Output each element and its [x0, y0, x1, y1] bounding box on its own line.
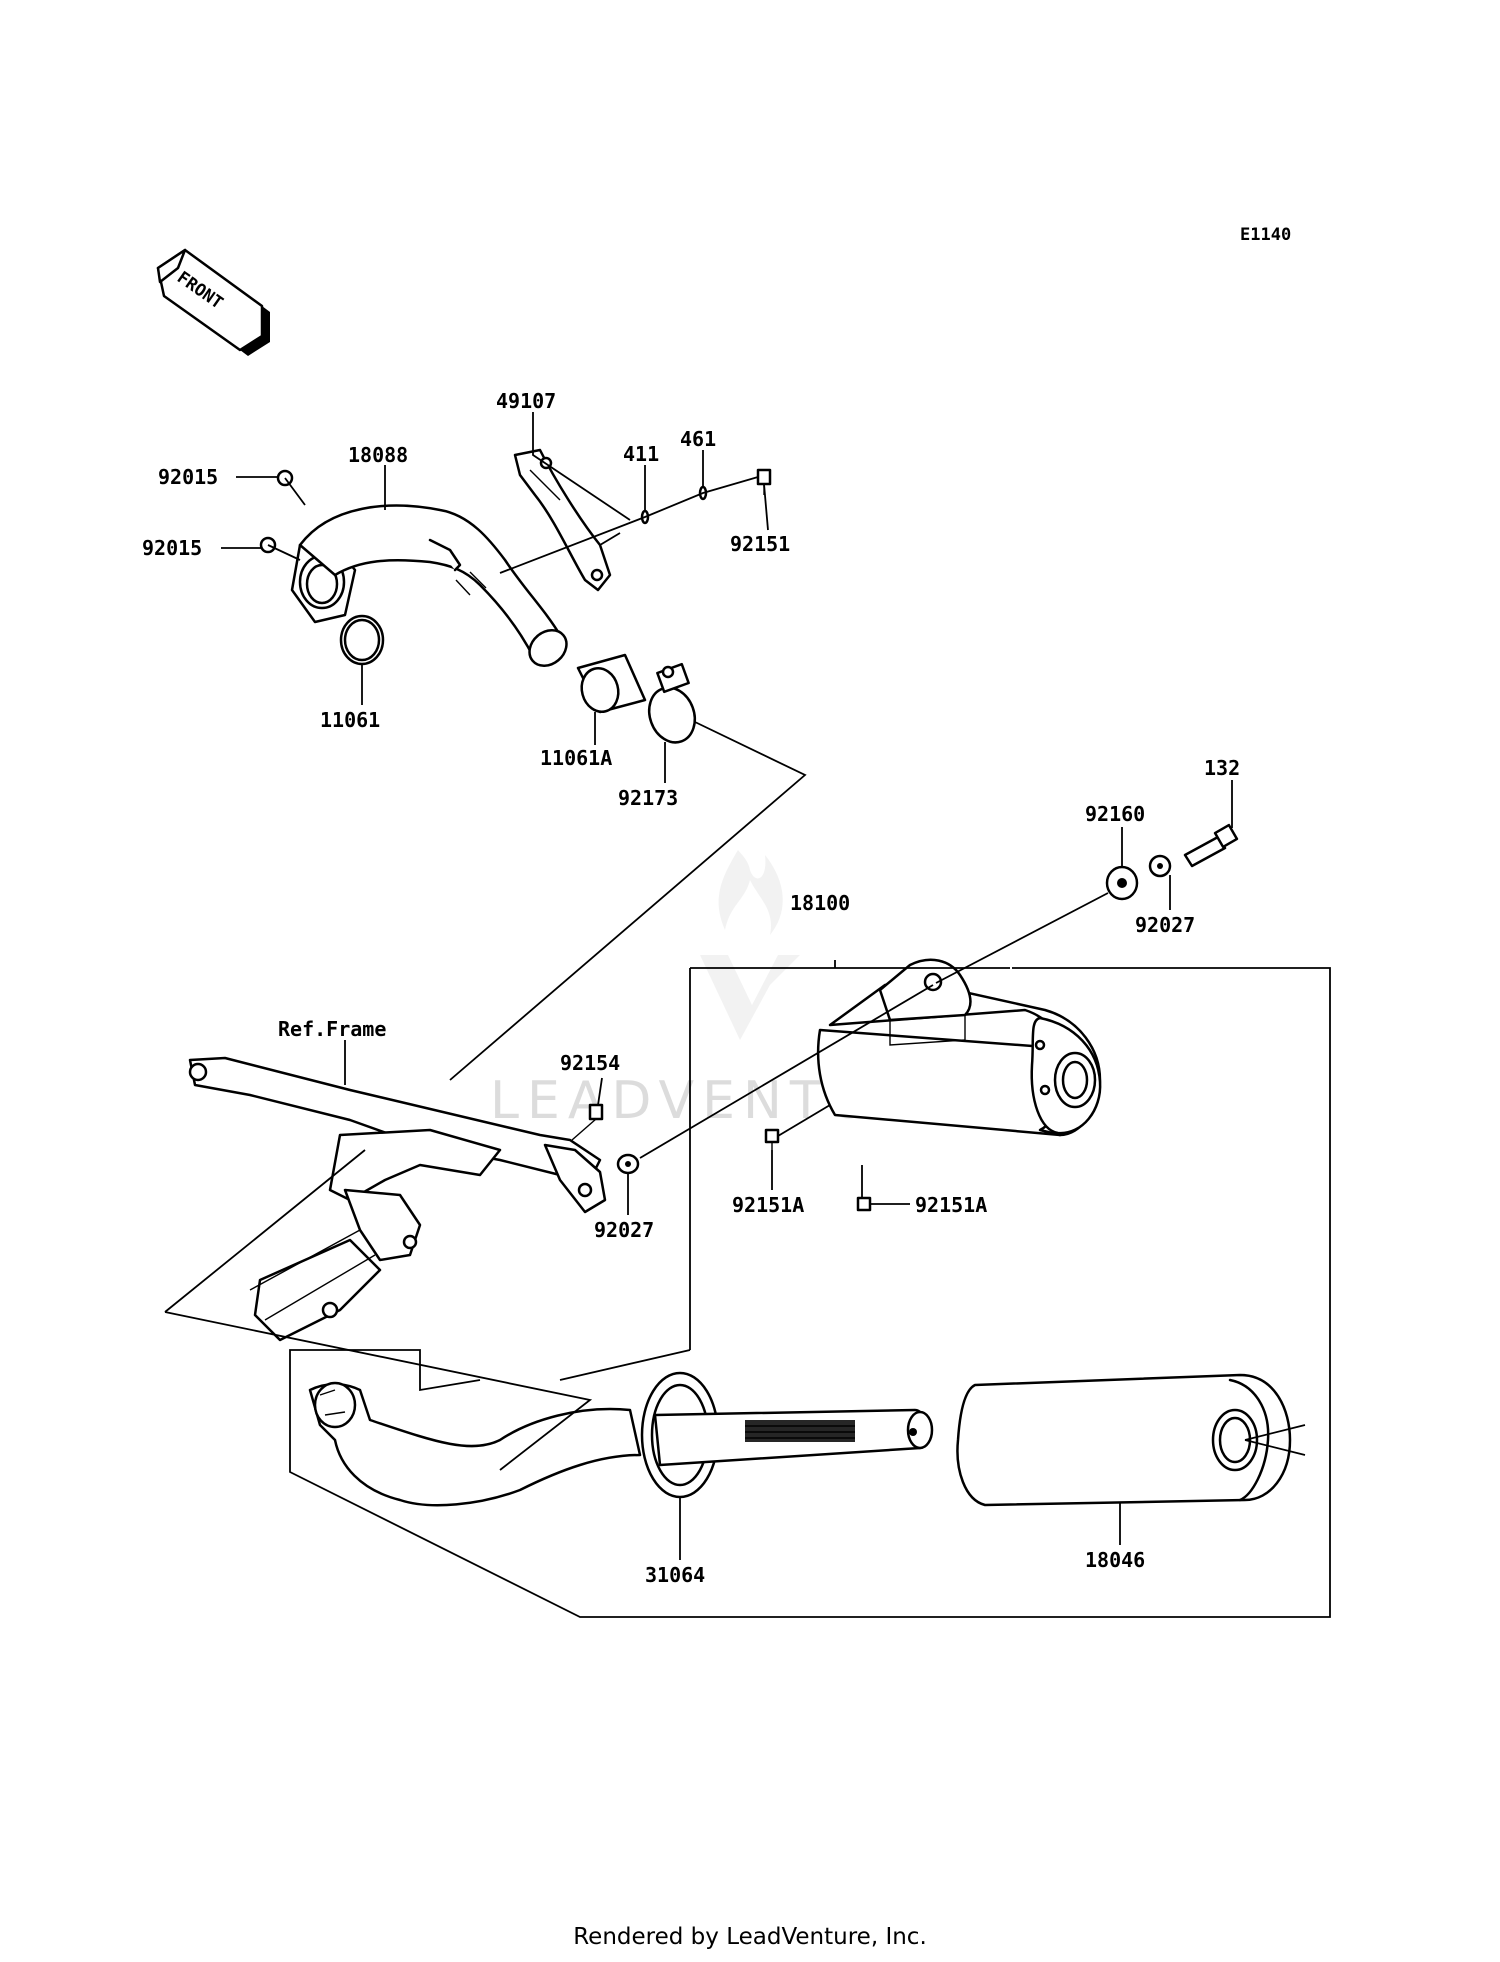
- bolt-132: [1183, 823, 1239, 868]
- label-92015-upper: 92015: [158, 465, 218, 489]
- label-18100: 18100: [790, 891, 850, 915]
- label-411: 411: [623, 442, 659, 466]
- bolt-92151A-right: [856, 1196, 872, 1212]
- label-92160: 92160: [1085, 802, 1145, 826]
- packing-18046: [956, 1373, 1292, 1507]
- ref-frame: [188, 1056, 607, 1342]
- label-ref-frame: Ref.Frame: [278, 1017, 386, 1041]
- label-92027-lower: 92027: [594, 1218, 654, 1242]
- label-18046: 18046: [1085, 1548, 1145, 1572]
- washer-92027-upper: [1148, 854, 1172, 878]
- label-461: 461: [680, 427, 716, 451]
- label-11061A: 11061A: [540, 746, 612, 770]
- label-92151: 92151: [730, 532, 790, 556]
- heat-guard-49107: [513, 448, 612, 592]
- baffle-31064: [640, 1371, 934, 1499]
- footer-credit: Rendered by LeadVenture, Inc.: [573, 1924, 927, 1950]
- clamp-92173: [647, 662, 697, 744]
- label-92151A-right: 92151A: [915, 1193, 987, 1217]
- muffler-18100: [816, 958, 1102, 1137]
- grommet-92160: [1105, 865, 1139, 901]
- label-18088: 18088: [348, 443, 408, 467]
- diagram-code: E1140: [1240, 225, 1291, 245]
- label-92015-lower: 92015: [142, 536, 202, 560]
- watermark-logo: [700, 850, 800, 1040]
- leader-lines: [164, 412, 1331, 1618]
- label-92027-upper: 92027: [1135, 913, 1195, 937]
- washer-92027-lower: [616, 1153, 640, 1175]
- label-31064: 31064: [645, 1563, 705, 1587]
- label-92173: 92173: [618, 786, 678, 810]
- bolt-92154: [571, 1103, 604, 1141]
- label-49107: 49107: [496, 389, 556, 413]
- label-92151A-left: 92151A: [732, 1193, 804, 1217]
- inner-pipe: [308, 1381, 642, 1507]
- header-pipe-18088: [298, 504, 568, 668]
- label-11061: 11061: [320, 708, 380, 732]
- gasket-11061: [339, 614, 385, 666]
- front-arrow-icon: FRONT: [156, 248, 270, 356]
- label-92154: 92154: [560, 1051, 620, 1075]
- bolt-92151A-left: [764, 1128, 780, 1150]
- label-132: 132: [1204, 756, 1240, 780]
- sleeve-11061A: [576, 653, 647, 714]
